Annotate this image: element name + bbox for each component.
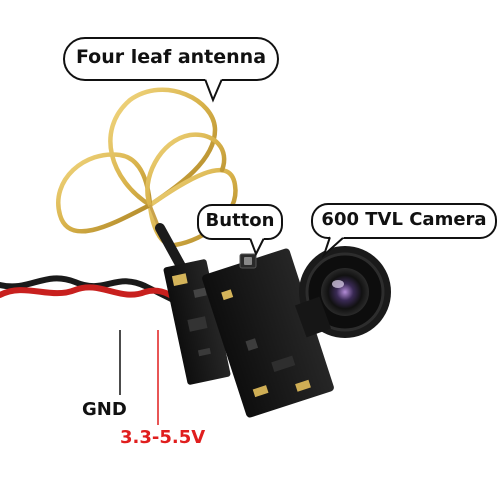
button-callout-bubble bbox=[197, 204, 283, 257]
voltage-label: 3.3-5.5V bbox=[120, 427, 206, 448]
antenna-coax bbox=[148, 204, 187, 273]
camera-label: 600 TVL Camera bbox=[321, 209, 487, 230]
button-component bbox=[239, 253, 257, 269]
transmitter-pcb bbox=[163, 259, 231, 385]
wire-pointers bbox=[119, 330, 159, 425]
camera-callout-bubble bbox=[311, 203, 497, 259]
camera-lens-icon bbox=[294, 246, 391, 338]
button-label: Button bbox=[205, 210, 275, 231]
antenna-callout-bubble bbox=[63, 37, 279, 103]
gnd-label: GND bbox=[82, 399, 127, 420]
antenna-label: Four leaf antenna bbox=[75, 46, 267, 68]
